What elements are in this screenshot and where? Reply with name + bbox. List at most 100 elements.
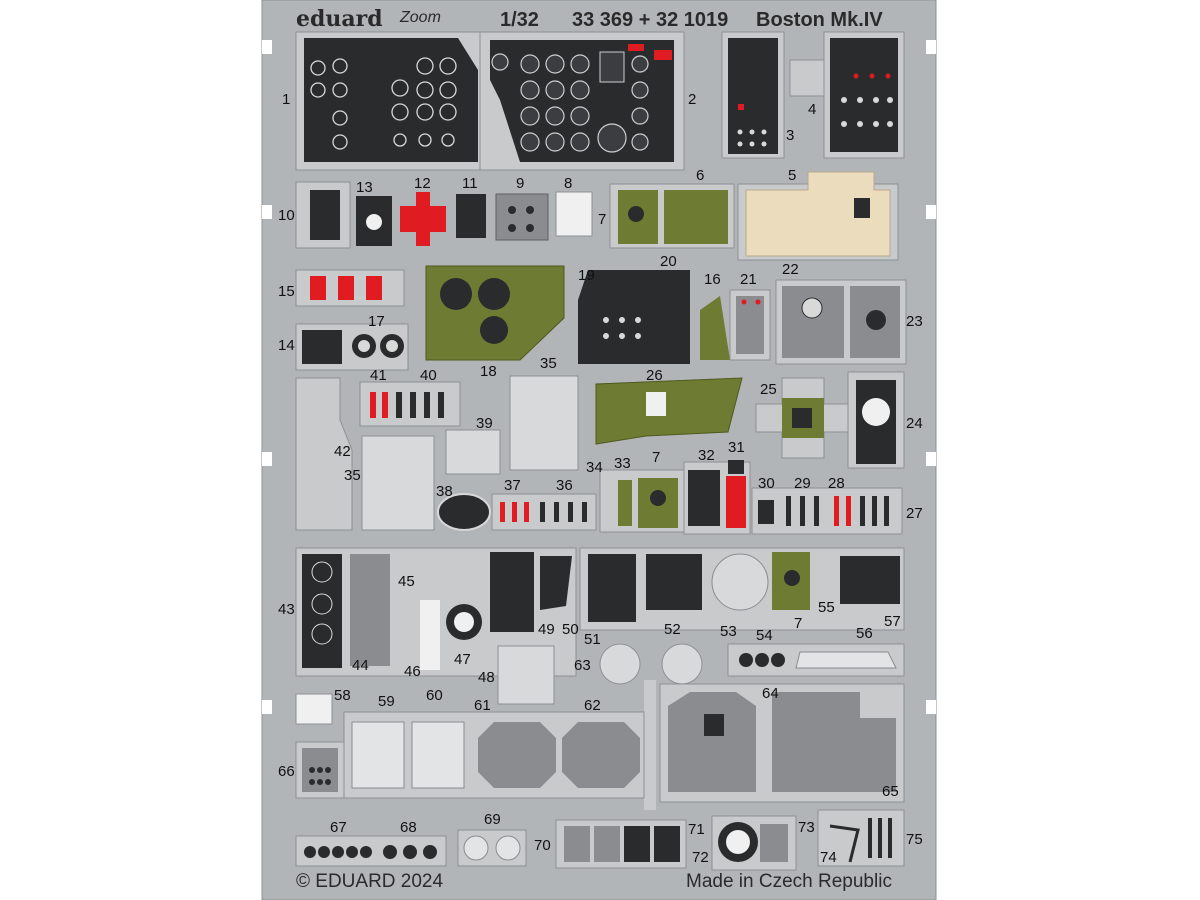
part-39-plate [445, 429, 501, 475]
part-number: 38 [436, 483, 453, 500]
part-number: 14 [278, 337, 295, 354]
part-number: 68 [400, 819, 417, 836]
part-number: 49 [538, 621, 555, 638]
part-number: 1 [282, 91, 291, 108]
part-69-bezels [457, 829, 527, 867]
part-number: 57 [884, 613, 901, 630]
part-number: 46 [404, 663, 421, 680]
part-38-plate [437, 493, 491, 531]
part-number: 17 [368, 313, 385, 330]
part-number: 15 [278, 283, 295, 300]
part-13-dial [356, 196, 392, 246]
part-number: 24 [906, 415, 923, 432]
part-74-75-parts [817, 809, 905, 867]
part-number: 44 [352, 657, 369, 674]
part-12-red-plate [400, 192, 446, 246]
part-number: 60 [426, 687, 443, 704]
part-number: 33 [614, 455, 631, 472]
part-33-34-7-green [599, 469, 685, 533]
part-number: 9 [516, 175, 525, 192]
part-3-panel [721, 31, 785, 159]
part-number: 65 [882, 783, 899, 800]
part-number: 26 [646, 367, 663, 384]
part-73-dial [711, 815, 797, 871]
part-35-vents-a [361, 435, 435, 531]
part-number: 7 [598, 211, 607, 228]
part-49-50-black [490, 552, 572, 632]
part-66-panel [295, 741, 345, 799]
part-number: 12 [414, 175, 431, 192]
part-25-cross [755, 377, 851, 459]
scale-label: 1/32 [500, 9, 539, 31]
part-number: 22 [782, 261, 799, 278]
part-number: 13 [356, 179, 373, 196]
brand-logo: eduard [296, 6, 383, 32]
part-6-green-panel [609, 183, 735, 249]
part-48-plate [497, 645, 555, 705]
part-67-68-knobs [295, 835, 447, 867]
part-number: 42 [334, 443, 351, 460]
part-9-panel [495, 193, 549, 241]
part-number: 2 [688, 91, 697, 108]
part-number: 28 [828, 475, 845, 492]
part-number: 23 [906, 313, 923, 330]
part-number: 50 [562, 621, 579, 638]
part-number: 35 [540, 355, 557, 372]
part-number: 30 [758, 475, 775, 492]
model-name: Boston Mk.IV [756, 9, 883, 31]
part-5-tan-panel [737, 171, 899, 261]
part-number: 75 [906, 831, 923, 848]
part-number: 5 [788, 167, 797, 184]
part-number: 59 [378, 693, 395, 710]
part-number: 71 [688, 821, 705, 838]
part-number: 19 [578, 267, 595, 284]
part-64-65-frame [659, 683, 905, 803]
part-26-green-panel [595, 377, 743, 445]
part-number: 43 [278, 601, 295, 618]
part-number: 51 [584, 631, 601, 648]
part-number: 74 [820, 849, 837, 866]
part-18-green-panel [425, 265, 565, 361]
part-number: 27 [906, 505, 923, 522]
part-number: 45 [398, 573, 415, 590]
part-number: 20 [660, 253, 677, 270]
part-number: 6 [696, 167, 705, 184]
part-16-green [700, 296, 730, 360]
part-number: 36 [556, 477, 573, 494]
part-number: 61 [474, 697, 491, 714]
part-35-vents-b [509, 375, 579, 471]
part-number: 3 [786, 127, 795, 144]
part-number: 11 [462, 175, 478, 192]
part-4-panel [789, 31, 905, 159]
part-number: 7 [794, 615, 803, 632]
part-19-20-panel [578, 270, 690, 364]
part-number: 37 [504, 477, 521, 494]
part-14-17-dials [295, 323, 409, 371]
part-22-23-radio [775, 279, 907, 365]
part-number: 63 [574, 657, 591, 674]
part-27-30-levers [751, 487, 903, 535]
part-number: 64 [762, 685, 779, 702]
part-42-bracket [295, 377, 353, 531]
part-11-switch-panel [456, 194, 486, 238]
part-number: 8 [564, 175, 573, 192]
copyright: © EDUARD 2024 [296, 871, 444, 892]
part-number: 67 [330, 819, 347, 836]
part-number: 16 [704, 271, 721, 288]
part-51-57-frame [579, 547, 905, 631]
part-58-plate [295, 693, 333, 725]
part-number: 70 [534, 837, 551, 854]
part-number: 35 [344, 467, 361, 484]
part-10-bracket [295, 181, 351, 249]
part-2-instrument-panel [479, 31, 685, 171]
part-59-62-frame [343, 711, 645, 799]
part-number: 58 [334, 687, 351, 704]
part-number: 55 [818, 599, 835, 616]
part-number: 34 [586, 459, 603, 476]
part-63-bezels [599, 643, 703, 810]
part-number: 48 [478, 669, 495, 686]
part-number: 21 [740, 271, 757, 288]
part-number: 4 [808, 101, 817, 118]
part-number: 73 [798, 819, 815, 836]
